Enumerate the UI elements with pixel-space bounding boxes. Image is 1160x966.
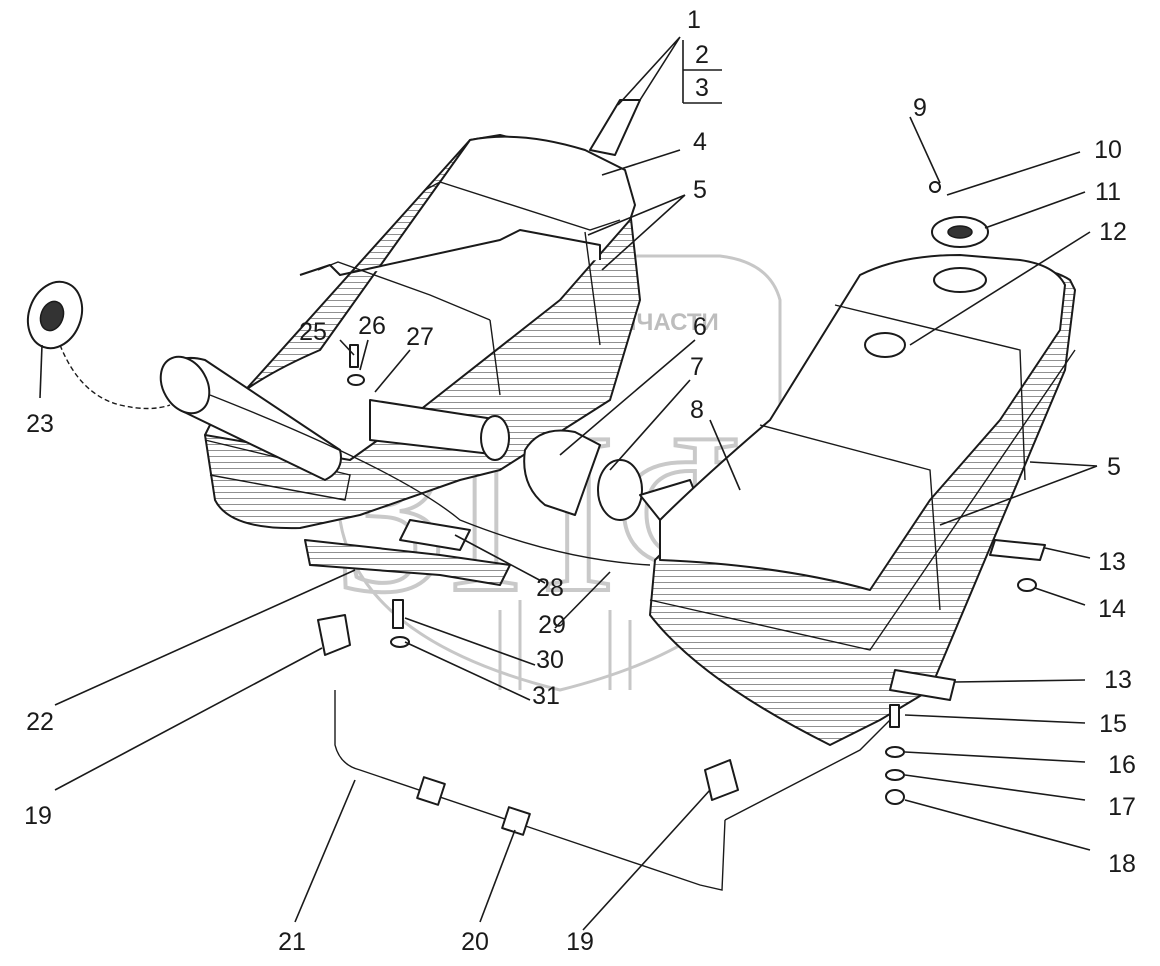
callout-19-left: 19 (24, 802, 52, 830)
callout-labels: 1 2 3 4 5 6 7 8 9 10 11 12 5 13 14 13 15… (24, 6, 1136, 956)
right-fuel-tank (649, 181, 1076, 746)
callout-17: 17 (1108, 793, 1136, 821)
callout-28: 28 (536, 574, 564, 602)
callout-30: 30 (536, 646, 564, 674)
callout-13-top: 13 (1098, 548, 1126, 576)
callout-5-top: 5 (693, 176, 707, 204)
fuel-lines (209, 394, 891, 891)
callout-14: 14 (1098, 595, 1126, 623)
callout-22: 22 (26, 708, 54, 736)
callout-5-right: 5 (1107, 453, 1121, 481)
callout-7: 7 (690, 353, 704, 381)
callout-9: 9 (913, 94, 927, 122)
callout-10: 10 (1094, 136, 1122, 164)
callout-25: 25 (299, 318, 327, 346)
callout-4: 4 (693, 128, 707, 156)
callout-12: 12 (1099, 218, 1127, 246)
callout-6: 6 (693, 313, 707, 341)
callout-26: 26 (358, 312, 386, 340)
callout-2: 2 (695, 41, 709, 69)
callout-11: 11 (1095, 178, 1121, 206)
callout-19-bottom: 19 (566, 928, 594, 956)
callout-3: 3 (695, 74, 709, 102)
callout-15: 15 (1099, 710, 1127, 738)
callout-1: 1 (687, 6, 701, 34)
callout-13-bottom: 13 (1104, 666, 1132, 694)
left-fuel-tank (159, 99, 641, 586)
callout-18: 18 (1108, 850, 1136, 878)
callout-21: 21 (278, 928, 306, 956)
callout-29: 29 (538, 611, 566, 639)
callout-23: 23 (26, 410, 54, 438)
callout-31: 31 (532, 682, 560, 710)
leader-lines (39, 36, 1098, 931)
fasteners (347, 344, 1037, 805)
filler-cap (26, 280, 171, 410)
callout-27: 27 (406, 323, 434, 351)
callout-20: 20 (461, 928, 489, 956)
callout-8: 8 (690, 396, 704, 424)
callout-16: 16 (1108, 751, 1136, 779)
